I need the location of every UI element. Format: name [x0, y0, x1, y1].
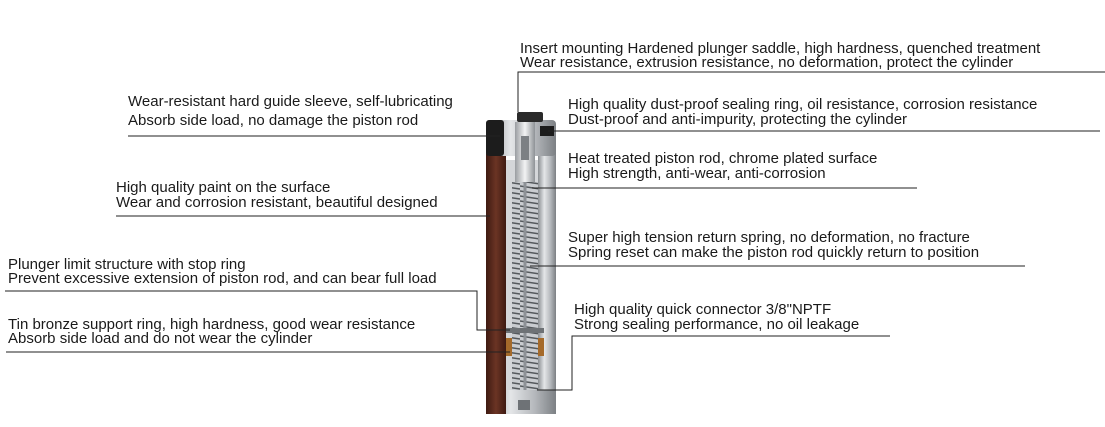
callout-spring: Super high tension return spring, no def…	[568, 229, 979, 261]
callout-saddle-line2: Wear resistance, extrusion resistance, n…	[520, 54, 1013, 71]
callout-guide-sleeve-line1: Wear-resistant hard guide sleeve, self-l…	[128, 93, 453, 110]
base-brown	[486, 390, 506, 414]
quick-connector-port	[518, 400, 530, 410]
callout-connector-line2: Strong sealing performance, no oil leaka…	[574, 316, 859, 333]
callout-spring-line2: Spring reset can make the piston rod qui…	[568, 244, 979, 261]
callout-dust-seal: High quality dust-proof sealing ring, oi…	[568, 96, 1037, 128]
leader-connector	[537, 335, 890, 391]
leader-limit	[5, 290, 510, 331]
callout-limit-line2: Prevent excessive extension of piston ro…	[8, 270, 437, 287]
head-seal-black	[486, 120, 504, 156]
callout-support-ring-line2: Absorb side load and do not wear the cyl…	[8, 330, 312, 347]
callout-paint-line2: Wear and corrosion resistant, beautiful …	[116, 194, 438, 211]
callout-paint-line1: High quality paint on the surface	[116, 179, 330, 196]
callout-piston-rod-line2: High strength, anti-wear, anti-corrosion	[568, 165, 826, 182]
callout-paint: High quality paint on the surface Wear a…	[116, 179, 438, 211]
cylinder-body-left	[486, 152, 506, 412]
callout-support-ring: Tin bronze support ring, high hardness, …	[8, 316, 415, 347]
plunger-saddle	[517, 112, 543, 122]
cylinder-body-right	[538, 152, 556, 412]
leader-lines	[5, 71, 1105, 391]
callout-guide-sleeve: Wear-resistant hard guide sleeve, self-l…	[128, 93, 453, 129]
cylinder-illustration	[486, 112, 556, 414]
callout-piston-rod: Heat treated piston rod, chrome plated s…	[568, 150, 877, 182]
callout-connector: High quality quick connector 3/8"NPTF St…	[574, 301, 859, 333]
callout-piston-rod-line1: Heat treated piston rod, chrome plated s…	[568, 150, 877, 167]
callout-dust-seal-line1: High quality dust-proof sealing ring, oi…	[568, 96, 1037, 113]
callout-connector-line1: High quality quick connector 3/8"NPTF	[574, 301, 831, 318]
support-ring-left	[506, 338, 512, 356]
callout-support-ring-line1: Tin bronze support ring, high hardness, …	[8, 316, 415, 333]
callout-saddle: Insert mounting Hardened plunger saddle,…	[520, 40, 1041, 71]
callout-guide-sleeve-line2: Absorb side load, no damage the piston r…	[128, 112, 418, 129]
callout-spring-line1: Super high tension return spring, no def…	[568, 229, 970, 246]
callout-dust-seal-line2: Dust-proof and anti-impurity, protecting…	[568, 111, 907, 128]
stop-ring	[506, 328, 544, 333]
callout-limit: Plunger limit structure with stop ring P…	[8, 256, 437, 287]
callout-saddle-line1: Insert mounting Hardened plunger saddle,…	[520, 40, 1041, 57]
dust-seal-ring	[540, 126, 554, 136]
support-ring-right	[538, 338, 544, 356]
callout-limit-line1: Plunger limit structure with stop ring	[8, 256, 246, 273]
rod-bolt	[521, 136, 529, 160]
leader-saddle	[517, 71, 1105, 112]
